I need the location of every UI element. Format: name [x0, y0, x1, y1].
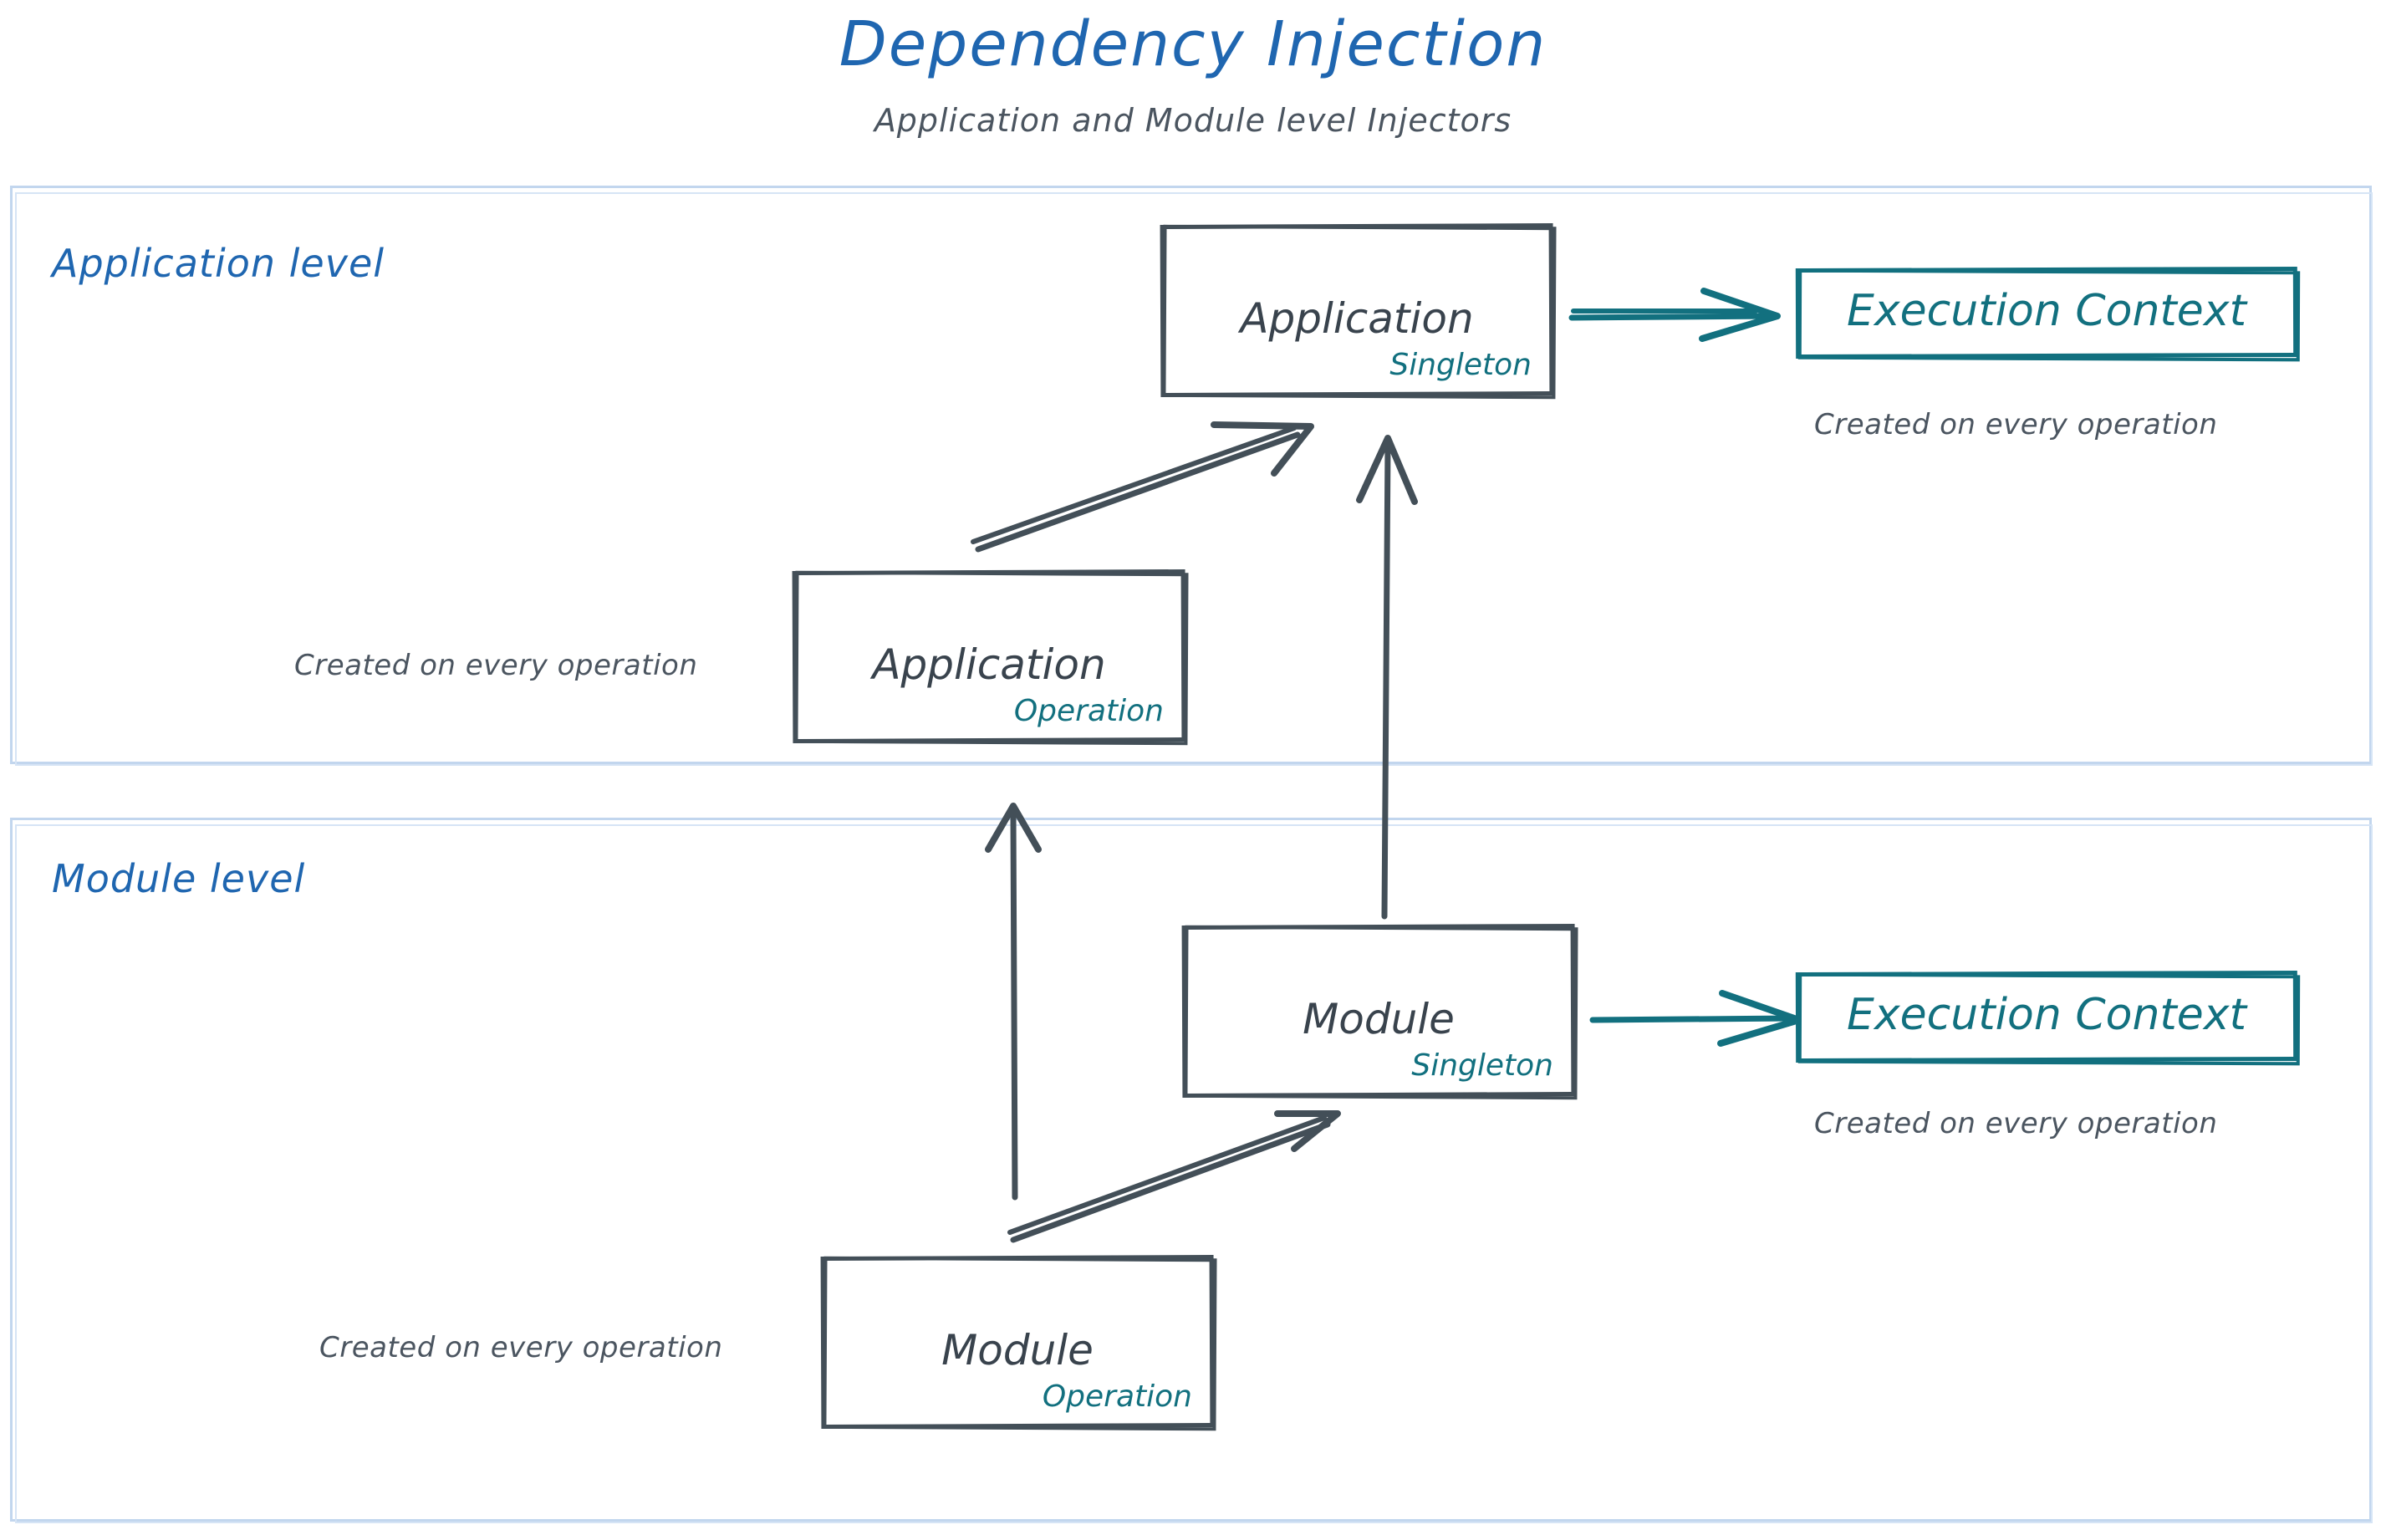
- node-module-singleton[interactable]: Module Singleton: [1181, 923, 1578, 1100]
- node-label: Application: [1240, 294, 1474, 343]
- node-label: Application: [872, 640, 1106, 689]
- node-label: Module: [1303, 995, 1455, 1043]
- caption-execution-context-application: Created on every operation: [1814, 408, 2218, 441]
- caption-execution-context-module: Created on every operation: [1814, 1107, 2218, 1140]
- node-module-operation[interactable]: Module Operation: [820, 1254, 1217, 1431]
- application-level-label: Application level: [52, 241, 385, 286]
- page-title: Dependency Injection: [839, 8, 1547, 80]
- node-scope-label: Operation: [1013, 694, 1164, 728]
- node-label: Execution Context: [1847, 286, 2246, 336]
- node-label: Module: [941, 1326, 1094, 1374]
- module-level-label: Module level: [52, 856, 306, 901]
- page-subtitle: Application and Module level Injectors: [874, 102, 1512, 139]
- node-scope-label: Singleton: [1411, 1048, 1553, 1083]
- node-execution-context-application[interactable]: Execution Context: [1795, 266, 2301, 362]
- node-scope-label: Singleton: [1389, 348, 1532, 382]
- node-label: Execution Context: [1847, 990, 2246, 1040]
- node-scope-label: Operation: [1042, 1379, 1192, 1414]
- node-application-operation[interactable]: Application Operation: [792, 569, 1189, 746]
- caption-module-operation: Created on every operation: [319, 1331, 723, 1364]
- caption-application-operation: Created on every operation: [294, 649, 698, 682]
- node-execution-context-module[interactable]: Execution Context: [1795, 970, 2301, 1066]
- node-application-singleton[interactable]: Application Singleton: [1160, 222, 1557, 400]
